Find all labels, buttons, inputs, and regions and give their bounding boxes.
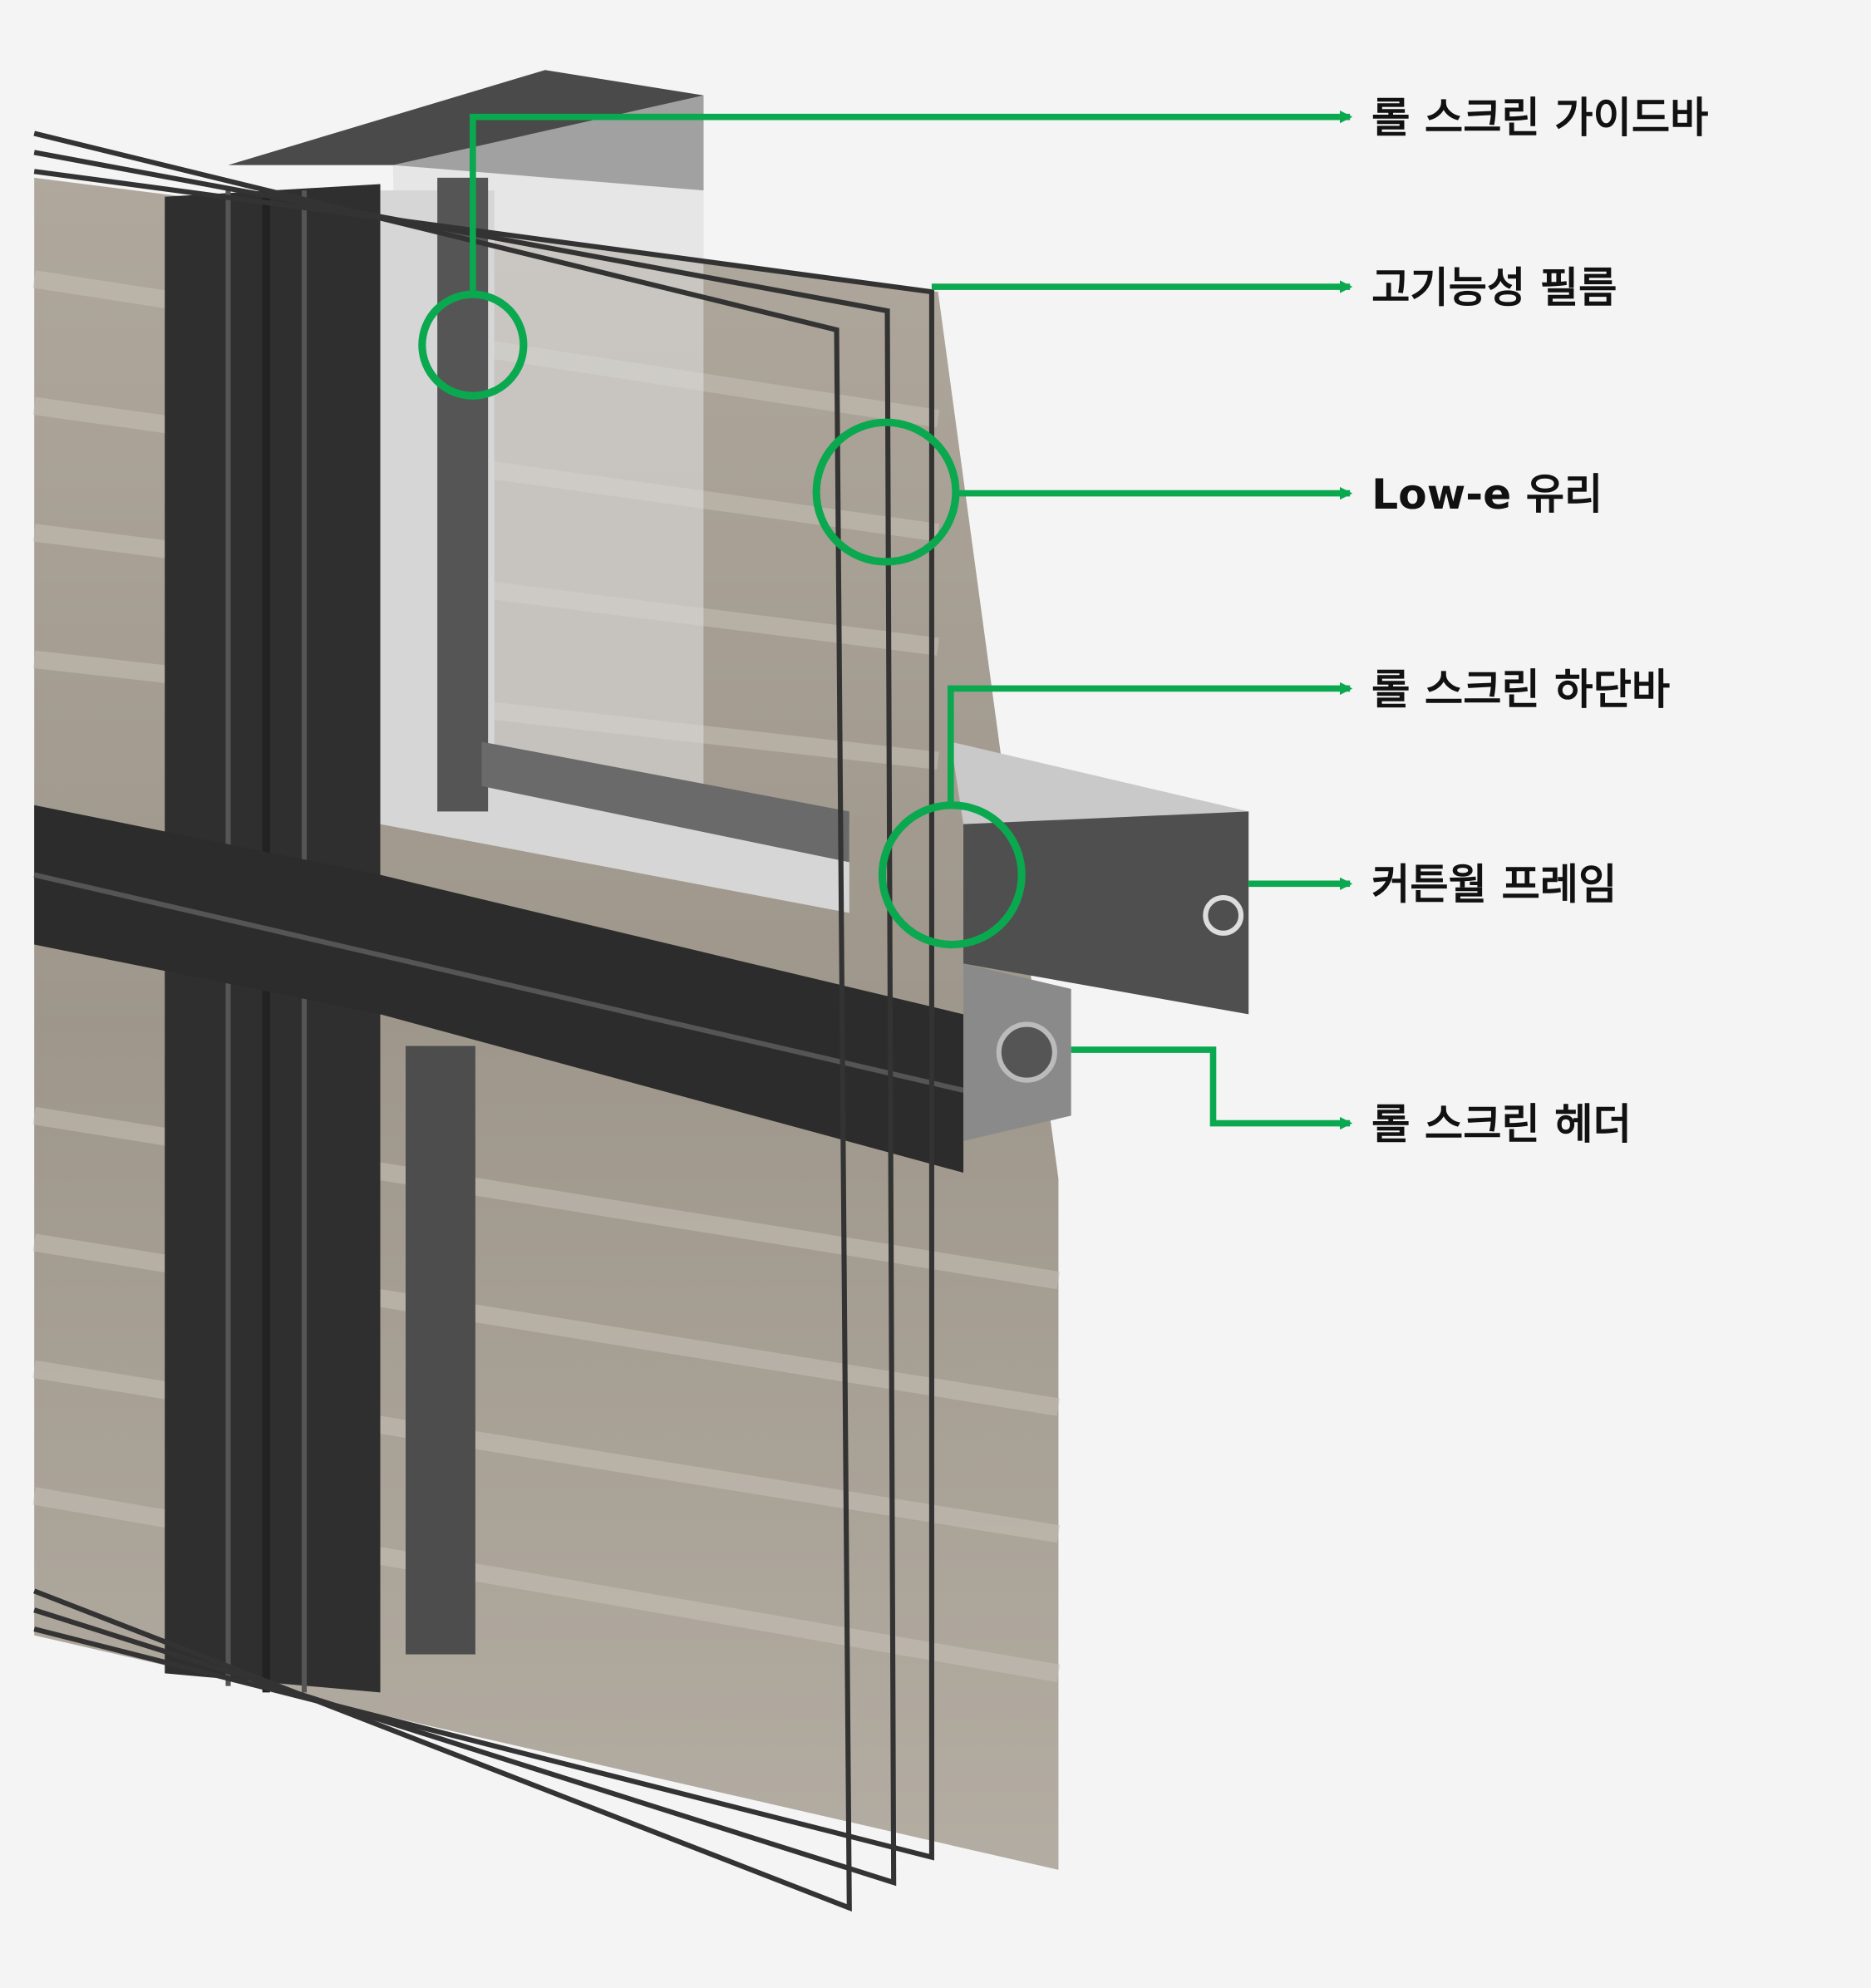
guide-bar [437, 177, 489, 812]
label-curtain-wall-frame: 커튼월 프레임 [1371, 860, 1617, 909]
glass-edges [33, 130, 934, 1912]
low-e-callout-circle [812, 418, 960, 566]
bottom-bar-callout-circle [878, 801, 1026, 949]
transom [34, 805, 964, 1174]
label-roll-screen-header: 롤 스크린 헤더 [1371, 1100, 1632, 1149]
label-roll-screen-guide-bar: 롤 스크린 가이드바 [1371, 93, 1708, 142]
guide-bar-callout-circle [418, 290, 528, 400]
curtain-wall-frame [963, 811, 1249, 1015]
frame-top [950, 741, 1249, 824]
label-low-e-glass: Low-e 유리 [1371, 470, 1603, 519]
bottom-bar [481, 741, 849, 863]
label-roll-screen-bottom-bar: 롤 스크린 하단바 [1371, 665, 1670, 714]
curtain-wall-illustration [32, 70, 1249, 1912]
leader-lines [418, 111, 1353, 1130]
lower-guide-bar [406, 1046, 475, 1655]
label-high-performance-film: 고기능성 필름 [1371, 263, 1617, 312]
